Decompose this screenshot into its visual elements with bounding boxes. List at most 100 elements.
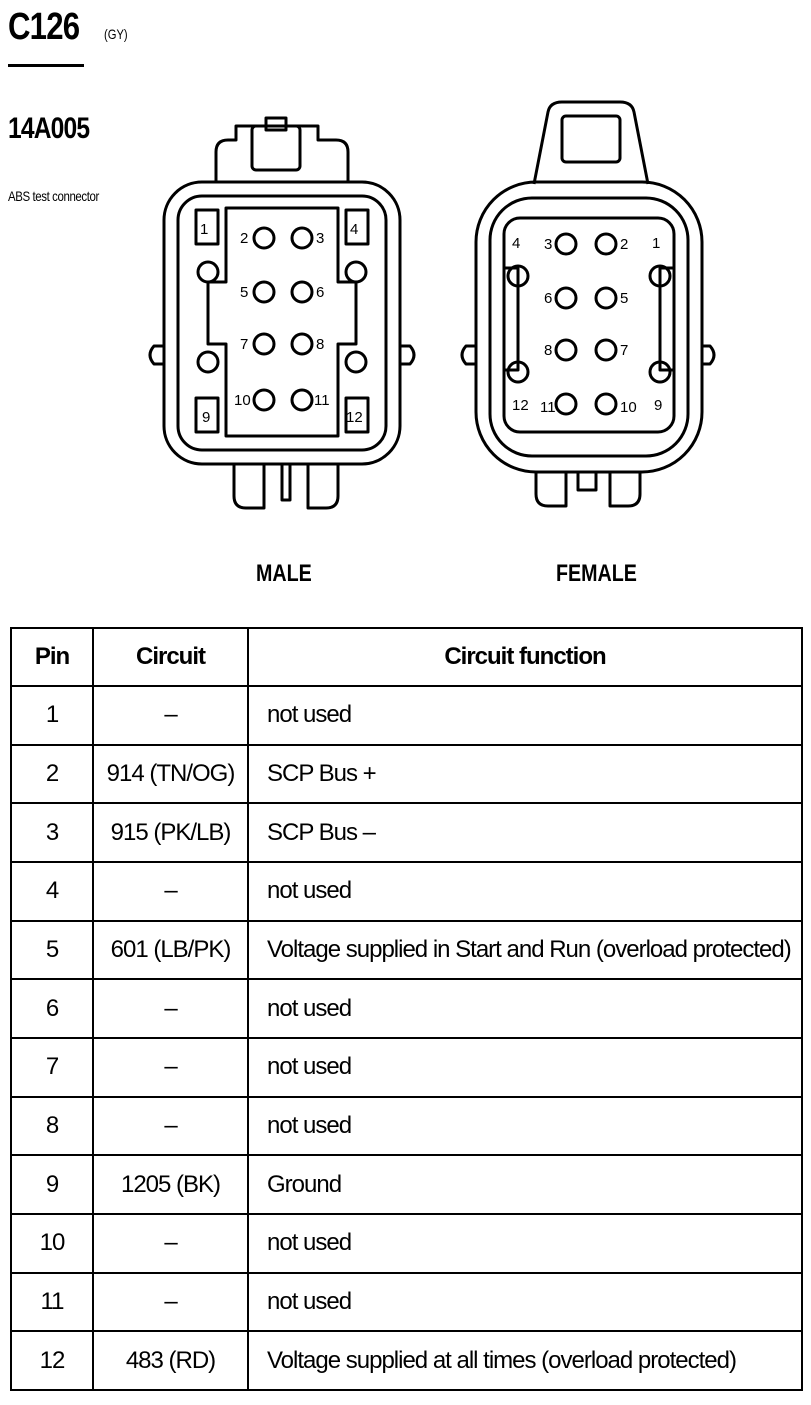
male-bottom-terminals xyxy=(232,464,340,510)
female-pin-6 xyxy=(554,286,578,310)
row-pin: 9 xyxy=(10,1154,94,1215)
table-row: 12 483 (RD) Voltage supplied at all time… xyxy=(10,1330,803,1391)
table-row: 2 914 (TN/OG) SCP Bus + xyxy=(10,743,803,805)
male-pin-12-label: 12 xyxy=(346,409,363,426)
female-pin-10-label: 10 xyxy=(620,399,637,416)
male-pin-11-label: 11 xyxy=(314,392,330,409)
row-circuit: – xyxy=(92,1271,249,1333)
female-housing-outer xyxy=(474,180,704,474)
male-polarizer-right-bottom xyxy=(344,350,368,374)
male-pin-6 xyxy=(290,280,314,304)
row-function: Ground xyxy=(247,1154,803,1215)
row-circuit: – xyxy=(92,1036,249,1098)
row-pin: 6 xyxy=(10,978,94,1039)
female-latch-button xyxy=(560,114,622,164)
male-label: MALE xyxy=(256,560,312,587)
row-circuit: 1205 (BK) xyxy=(92,1154,249,1215)
row-function: not used xyxy=(247,685,803,746)
row-circuit: 483 (RD) xyxy=(92,1330,249,1391)
male-pin-2-label: 2 xyxy=(240,230,248,247)
male-pin-4-box xyxy=(344,208,370,246)
male-pin-10-label: 10 xyxy=(234,392,251,409)
row-circuit: – xyxy=(92,860,249,922)
male-right-ear xyxy=(400,344,416,366)
male-latch-tab xyxy=(250,124,302,172)
female-pin-12-label: 12 xyxy=(512,397,529,414)
row-function: Voltage supplied in Start and Run (overl… xyxy=(247,919,803,981)
table-row: 4 – not used xyxy=(10,860,803,922)
row-function: not used xyxy=(247,978,803,1039)
female-housing-inner xyxy=(488,196,690,458)
row-pin: 4 xyxy=(10,860,94,922)
female-polarizer-left-top xyxy=(506,264,530,288)
row-pin: 2 xyxy=(10,743,94,805)
male-pin-5-label: 5 xyxy=(240,284,248,301)
male-pin-3-label: 3 xyxy=(316,230,324,247)
female-pin-10 xyxy=(594,392,618,416)
male-cavity xyxy=(206,206,358,438)
connector-color: (GY) xyxy=(104,26,128,42)
male-pin-8-label: 8 xyxy=(316,336,324,353)
female-pin-4-label: 4 xyxy=(512,235,520,252)
female-pin-11-label: 11 xyxy=(540,399,556,416)
male-top-latch xyxy=(214,124,350,182)
row-pin: 12 xyxy=(10,1330,94,1391)
table-row: 9 1205 (BK) Ground xyxy=(10,1154,803,1215)
row-function: not used xyxy=(247,1095,803,1157)
female-pin-7-label: 7 xyxy=(620,342,628,359)
male-pin-7 xyxy=(252,332,276,356)
female-pin-2-label: 2 xyxy=(620,236,628,253)
row-function: Voltage supplied at all times (overload … xyxy=(247,1330,803,1391)
male-pin-11 xyxy=(290,388,314,412)
male-pin-8 xyxy=(290,332,314,356)
male-pin-1-box xyxy=(194,208,220,246)
female-pin-8-label: 8 xyxy=(544,342,552,359)
male-pin-3 xyxy=(290,226,314,250)
row-function: not used xyxy=(247,860,803,922)
male-pin-7-label: 7 xyxy=(240,336,248,353)
female-pin-1-label: 1 xyxy=(652,235,660,252)
row-pin: 3 xyxy=(10,802,94,863)
male-pin-2 xyxy=(252,226,276,250)
male-polarizer-left-bottom xyxy=(196,350,220,374)
female-connector-diagram: 1 2 3 4 5 6 7 8 9 10 11 12 xyxy=(460,100,716,508)
female-polarizer-right-top xyxy=(648,264,672,288)
row-pin: 7 xyxy=(10,1036,94,1098)
female-pin-8 xyxy=(554,338,578,362)
male-pin-5 xyxy=(252,280,276,304)
female-pin-5-label: 5 xyxy=(620,290,628,307)
female-polarizer-right-bottom xyxy=(648,360,672,384)
header-underline xyxy=(8,64,84,67)
table-row: 3 915 (PK/LB) SCP Bus – xyxy=(10,802,803,863)
male-pin-10 xyxy=(252,388,276,412)
female-pin-2 xyxy=(594,232,618,256)
header-circuit: Circuit xyxy=(92,627,249,687)
header-function: Circuit function xyxy=(247,627,803,687)
female-pin-5 xyxy=(594,286,618,310)
row-circuit: – xyxy=(92,1212,249,1274)
row-function: SCP Bus + xyxy=(247,743,803,805)
female-pin-11 xyxy=(554,392,578,416)
female-label: FEMALE xyxy=(556,560,637,587)
female-pin-9-label: 9 xyxy=(654,397,662,414)
female-pin-3-label: 3 xyxy=(544,236,552,253)
male-polarizer-left-top xyxy=(196,260,220,284)
part-description: ABS test connector xyxy=(8,188,99,204)
row-function: not used xyxy=(247,1036,803,1098)
male-connector-diagram: 1 2 3 4 5 6 7 8 9 10 11 12 xyxy=(148,116,416,510)
male-pin-9-box xyxy=(194,396,220,434)
row-circuit: 915 (PK/LB) xyxy=(92,802,249,863)
female-bottom-terminals xyxy=(534,472,642,508)
row-pin: 10 xyxy=(10,1212,94,1274)
connector-id: C126 xyxy=(8,6,80,48)
header-pin: Pin xyxy=(10,627,94,687)
table-row: 10 – not used xyxy=(10,1212,803,1274)
row-circuit: – xyxy=(92,685,249,746)
female-pin-field xyxy=(502,216,676,434)
table-row: 6 – not used xyxy=(10,978,803,1039)
table-header-row: Pin Circuit Circuit function xyxy=(10,627,803,687)
row-circuit: – xyxy=(92,978,249,1039)
male-pin-12-box xyxy=(344,396,370,434)
row-circuit: 601 (LB/PK) xyxy=(92,919,249,981)
table-row: 1 – not used xyxy=(10,685,803,746)
